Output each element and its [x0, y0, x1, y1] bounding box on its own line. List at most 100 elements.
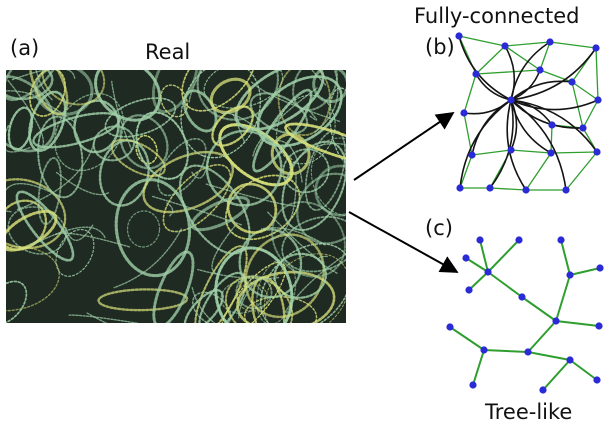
fibre-strand: [269, 172, 297, 241]
fibre-strand: [220, 261, 286, 323]
tree-node: [518, 293, 526, 301]
tree-edge: [569, 359, 598, 381]
graph-edge: [459, 154, 473, 189]
fibre-strand: [205, 183, 297, 207]
fibre-strand: [235, 274, 273, 310]
tree-node: [593, 376, 601, 384]
tree-edge: [521, 296, 557, 322]
fibre-strand: [188, 70, 203, 103]
tree-edge: [487, 271, 523, 298]
graph-node: [547, 149, 555, 157]
graph-node: [501, 42, 509, 50]
graph-node: [536, 66, 544, 74]
hub-edge: [510, 41, 551, 101]
fibre-strand: [135, 134, 158, 165]
fibre-strand: [209, 77, 252, 115]
fibre-strand: [244, 233, 326, 319]
fibre-strand: [6, 178, 67, 250]
graph-node: [594, 96, 602, 104]
graph-node: [460, 109, 468, 117]
tree-node: [480, 346, 488, 354]
fibre-strand: [114, 178, 192, 278]
fibre-mesh-image: [6, 70, 346, 323]
graph-node: [562, 186, 570, 194]
graph-node: [568, 78, 576, 86]
fibre-strand: [281, 140, 346, 232]
fibre-strand: [191, 287, 216, 323]
tree-node: [476, 236, 484, 244]
fibre-strand: [28, 226, 106, 248]
fibre-strand: [183, 289, 224, 323]
fibre-strand: [94, 70, 162, 122]
graph-node: [579, 124, 587, 132]
fibre-strand: [6, 90, 35, 96]
tree-node: [552, 317, 560, 325]
tree-edge: [527, 351, 571, 361]
fibre-strand: [282, 148, 330, 194]
fibre-strand: [16, 140, 96, 211]
fibre-strand: [34, 96, 77, 124]
fibre-strand: [37, 115, 84, 199]
graph-edge: [475, 69, 541, 75]
fibre-strand: [284, 253, 346, 314]
fibre-strand: [113, 228, 183, 289]
tree-edges: [449, 239, 601, 391]
graph-edge: [565, 151, 598, 191]
fibre-strand: [284, 122, 346, 165]
fibre-strand: [250, 80, 341, 123]
fibre-strand: [260, 227, 326, 246]
graph-node: [455, 32, 463, 40]
fibre-strand: [281, 216, 346, 273]
fibre-strand: [224, 275, 294, 323]
tree-edge: [569, 267, 601, 276]
fibre-strands: [6, 70, 346, 323]
fibre-strand: [54, 232, 131, 248]
graph-edge: [463, 73, 477, 114]
fully-connected-graph: [455, 32, 602, 194]
fibre-strand: [238, 279, 258, 319]
graph-edge: [471, 149, 512, 156]
tree-edge: [468, 271, 489, 291]
fibre-strand: [191, 158, 210, 179]
fibre-strand: [273, 252, 328, 299]
graph-node: [486, 184, 494, 192]
fibre-strand: [6, 246, 60, 312]
tree-node: [469, 381, 477, 389]
tree-node: [566, 271, 574, 279]
fibre-strand: [6, 124, 32, 153]
hub-edge: [475, 73, 512, 101]
hub-edge: [510, 99, 598, 153]
fibre-strand: [271, 200, 346, 278]
fc-nodes: [455, 32, 602, 194]
graph-node: [507, 96, 515, 104]
graph-edge: [539, 41, 551, 71]
hub-edge: [510, 99, 567, 191]
fibre-strand: [65, 224, 94, 241]
hub-edge: [510, 80, 573, 101]
fibre-strand: [142, 150, 235, 214]
tree-edge: [465, 257, 489, 273]
fibre-strand: [11, 70, 76, 81]
hub-edge: [459, 99, 512, 189]
tree-node: [515, 236, 523, 244]
fibre-strand: [310, 70, 327, 86]
graph-node: [456, 184, 464, 192]
panel-a-tag: (a): [10, 36, 40, 60]
panel-b-title: Fully-connected: [414, 4, 580, 28]
fibre-strand: [197, 268, 280, 280]
fibre-strand: [252, 87, 318, 157]
tree-edge: [555, 320, 600, 327]
tree-node: [539, 386, 547, 394]
fibre-strand: [111, 80, 133, 151]
fibre-strand: [272, 139, 303, 183]
tree-edge: [527, 320, 557, 353]
tree-node: [524, 348, 532, 356]
fibre-strand: [7, 206, 67, 255]
graph-node: [593, 148, 601, 156]
tree-edge: [483, 349, 529, 353]
tree-edge: [479, 239, 489, 273]
fibre-strand: [6, 182, 60, 197]
panel-c-tag: (c): [425, 216, 453, 240]
fibre-strand: [55, 228, 95, 277]
fibre-strand: [152, 250, 195, 323]
